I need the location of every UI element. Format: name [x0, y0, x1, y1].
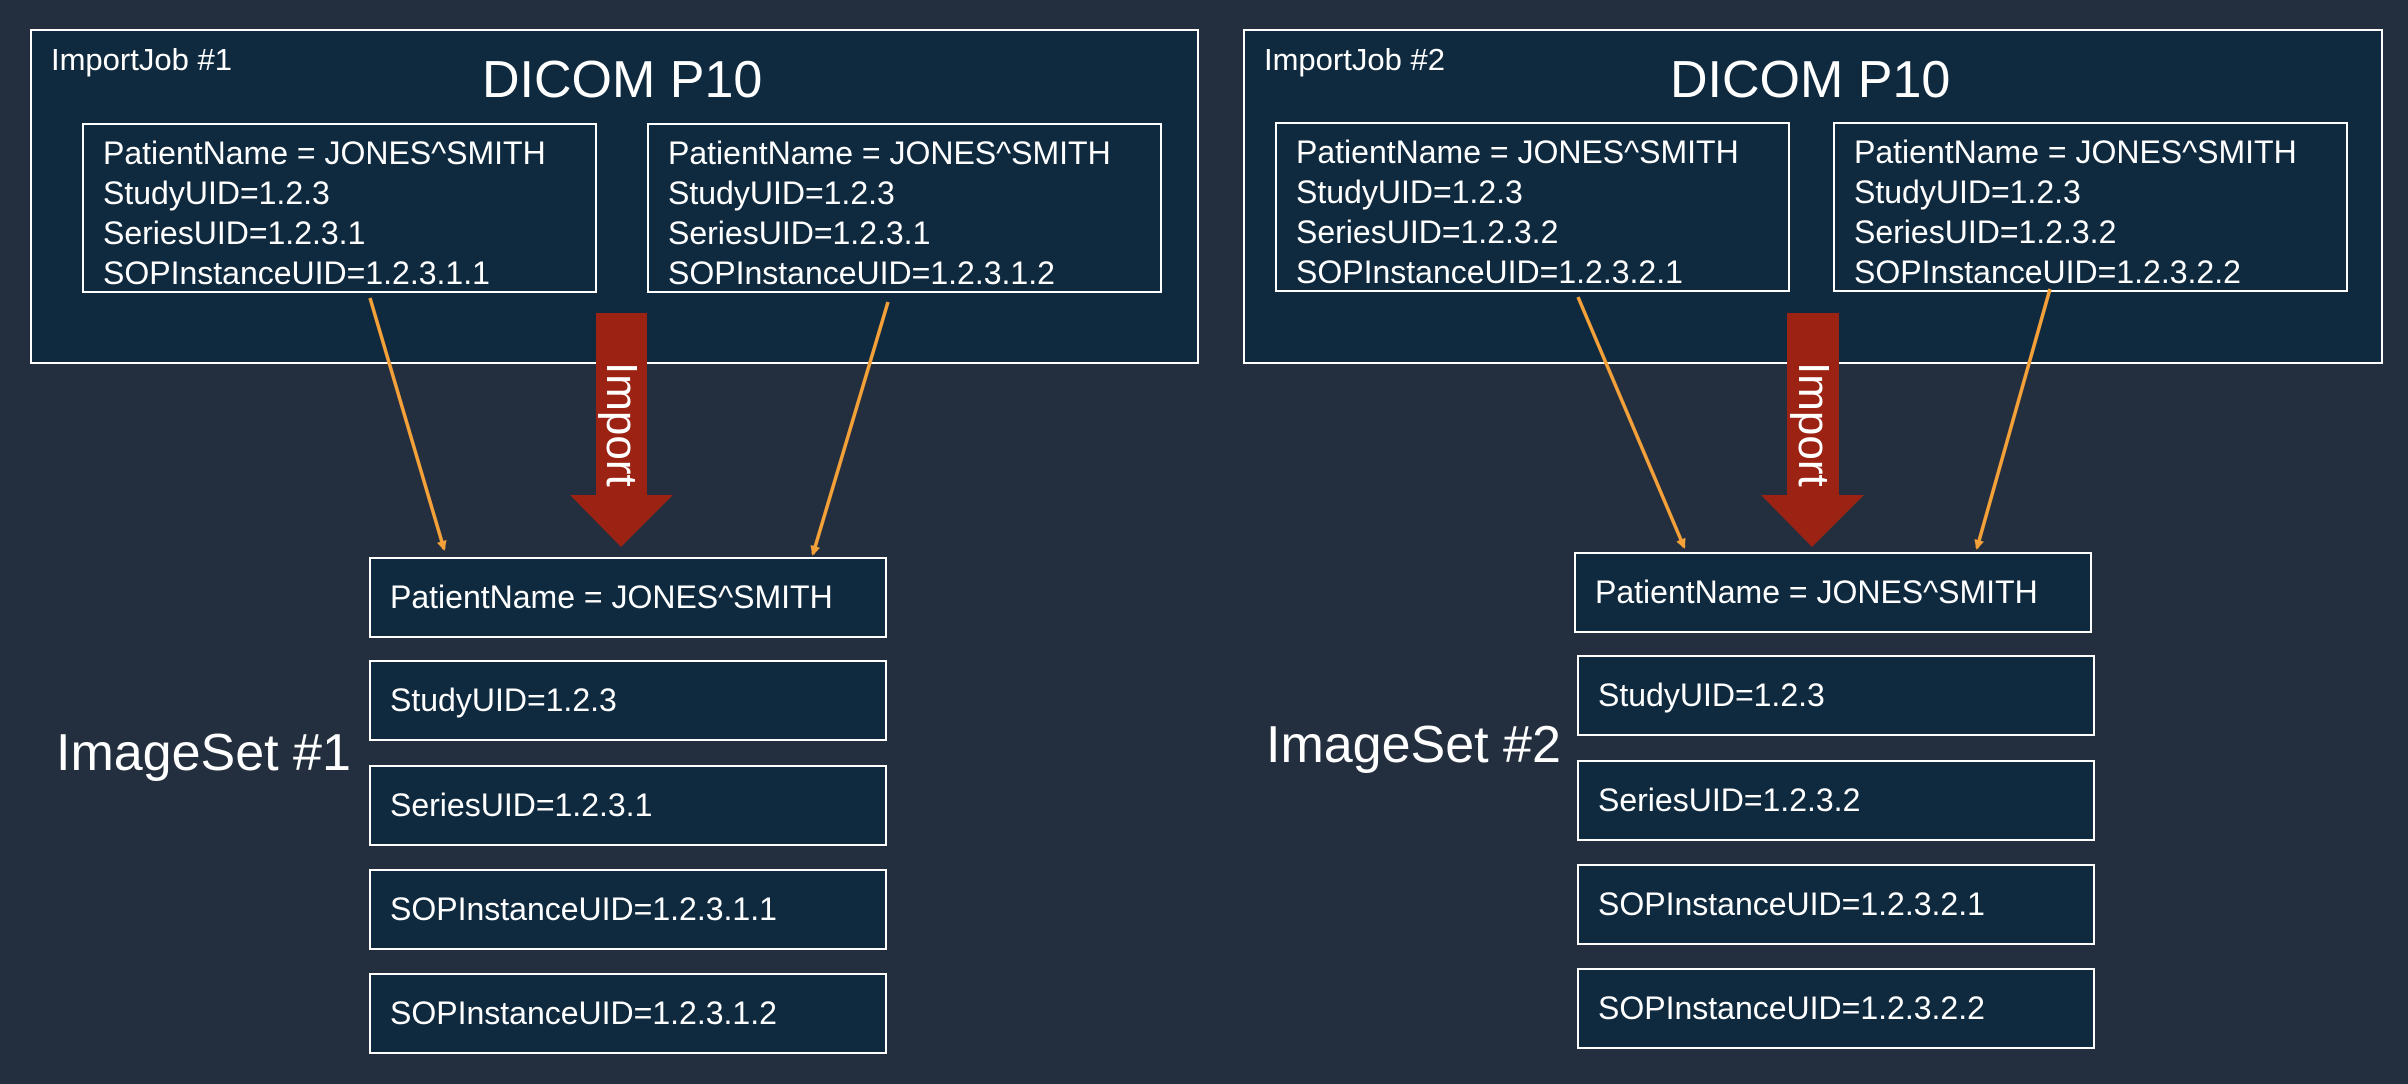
imageset-1-row: SOPInstanceUID=1.2.3.1.2 — [369, 973, 887, 1054]
instance-patient-name: PatientName = JONES^SMITH — [103, 135, 546, 171]
instance-study-uid: StudyUID=1.2.3 — [1296, 174, 1523, 210]
import-label-2: Import — [1789, 362, 1838, 487]
instance-patient-name: PatientName = JONES^SMITH — [668, 135, 1111, 171]
job-2-instance-1-arrow — [1576, 296, 1686, 549]
job-2-instance-2-box: PatientName = JONES^SMITH StudyUID=1.2.3… — [1833, 122, 2348, 292]
instance-patient-name: PatientName = JONES^SMITH — [1854, 134, 2297, 170]
imageset-1-title: ImageSet #1 — [56, 724, 351, 782]
import-job-1-title: ImportJob #1 — [51, 42, 232, 77]
instance-series-uid: SeriesUID=1.2.3.1 — [103, 215, 366, 251]
imageset-1-row: SOPInstanceUID=1.2.3.1.1 — [369, 869, 887, 950]
import-job-2-dicom-title: DICOM P10 — [1670, 51, 1951, 109]
imageset-1-row: SeriesUID=1.2.3.1 — [369, 765, 887, 846]
job-1-instance-2-arrow — [810, 301, 890, 556]
job-2-instance-2-arrow — [1974, 288, 2052, 550]
imageset-2-row: SOPInstanceUID=1.2.3.2.1 — [1577, 864, 2095, 945]
instance-sop-uid: SOPInstanceUID=1.2.3.1.2 — [668, 255, 1055, 291]
imageset-2-row: PatientName = JONES^SMITH — [1574, 552, 2092, 633]
imageset-2-row: StudyUID=1.2.3 — [1577, 655, 2095, 736]
import-job-1-dicom-title: DICOM P10 — [482, 51, 763, 109]
job-1-instance-1-box: PatientName = JONES^SMITH StudyUID=1.2.3… — [82, 123, 597, 293]
import-label-1: Import — [597, 362, 646, 487]
instance-patient-name: PatientName = JONES^SMITH — [1296, 134, 1739, 170]
instance-series-uid: SeriesUID=1.2.3.2 — [1296, 214, 1559, 250]
imageset-2-row: SOPInstanceUID=1.2.3.2.2 — [1577, 968, 2095, 1049]
instance-study-uid: StudyUID=1.2.3 — [1854, 174, 2081, 210]
imageset-1-row: PatientName = JONES^SMITH — [369, 557, 887, 638]
imageset-1-row: StudyUID=1.2.3 — [369, 660, 887, 741]
instance-sop-uid: SOPInstanceUID=1.2.3.2.1 — [1296, 254, 1683, 290]
import-job-2-title: ImportJob #2 — [1264, 42, 1445, 77]
imageset-2-row: SeriesUID=1.2.3.2 — [1577, 760, 2095, 841]
instance-study-uid: StudyUID=1.2.3 — [668, 175, 895, 211]
job-2-instance-1-box: PatientName = JONES^SMITH StudyUID=1.2.3… — [1275, 122, 1790, 292]
instance-series-uid: SeriesUID=1.2.3.2 — [1854, 214, 2117, 250]
instance-study-uid: StudyUID=1.2.3 — [103, 175, 330, 211]
import-arrow-1 — [570, 313, 673, 547]
imageset-2-title: ImageSet #2 — [1266, 716, 1561, 774]
job-1-instance-2-box: PatientName = JONES^SMITH StudyUID=1.2.3… — [647, 123, 1162, 293]
instance-series-uid: SeriesUID=1.2.3.1 — [668, 215, 931, 251]
job-1-instance-1-arrow — [368, 297, 447, 551]
instance-sop-uid: SOPInstanceUID=1.2.3.2.2 — [1854, 254, 2241, 290]
instance-sop-uid: SOPInstanceUID=1.2.3.1.1 — [103, 255, 490, 291]
import-arrow-2 — [1761, 313, 1864, 547]
